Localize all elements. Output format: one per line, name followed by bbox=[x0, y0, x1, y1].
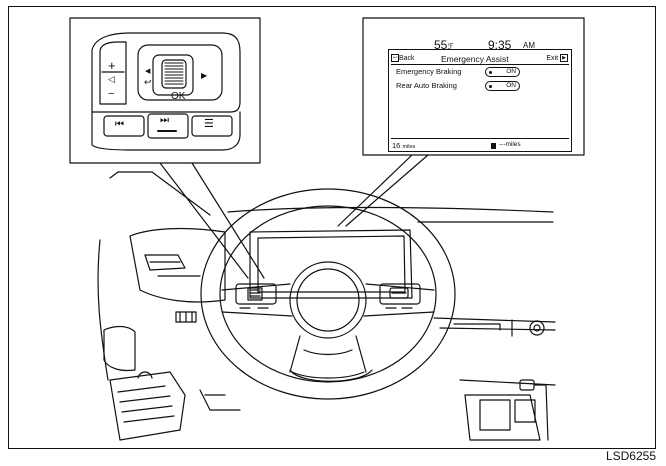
emergency-braking-label: Emergency Braking bbox=[396, 67, 462, 76]
a-pillar bbox=[117, 171, 211, 216]
horn-hub bbox=[289, 261, 367, 339]
leader-line-left-a bbox=[159, 162, 249, 279]
rear-auto-braking-label: Rear Auto Braking bbox=[396, 81, 457, 90]
cluster-screen bbox=[249, 229, 413, 299]
menu-button bbox=[191, 115, 233, 137]
figure-code: LSD6255 bbox=[605, 449, 656, 463]
joystick-knob bbox=[161, 59, 187, 89]
emergency-braking-toggle[interactable]: ON bbox=[485, 67, 520, 77]
menu-icon: ☰ bbox=[204, 118, 214, 130]
speed-readout: 55ℱ bbox=[434, 38, 454, 52]
dash-left-panel bbox=[129, 227, 226, 303]
back-label: Back bbox=[399, 54, 415, 62]
leader-line-left-b bbox=[191, 162, 265, 279]
exit-button[interactable]: Exit ▶ bbox=[546, 54, 568, 62]
dashboard-edge bbox=[227, 206, 554, 213]
spoke-right bbox=[363, 283, 435, 317]
switch-panel-body bbox=[91, 32, 241, 113]
joystick-housing bbox=[137, 44, 223, 101]
right-spoke-switches bbox=[379, 283, 421, 305]
volume-down-button[interactable]: − bbox=[108, 88, 115, 100]
exit-icon: ▶ bbox=[560, 54, 568, 62]
title-divider bbox=[391, 64, 569, 65]
rear-auto-braking-toggle[interactable]: ON bbox=[485, 81, 520, 91]
prev-track-icon: ⏮ bbox=[115, 119, 124, 130]
leader-line-right-b bbox=[345, 154, 429, 227]
trip-range: 16 miles bbox=[392, 141, 416, 150]
toggle-indicator bbox=[489, 84, 492, 88]
door-trim bbox=[97, 239, 109, 381]
center-console bbox=[459, 379, 556, 386]
prev-track-button bbox=[103, 115, 145, 137]
vehicle-info-display: 55ℱ 9:35 AM ↩Back Emergency Assist Exit … bbox=[388, 39, 572, 152]
window-switch-panel bbox=[109, 371, 186, 441]
leader-line-right-a bbox=[337, 154, 413, 227]
speaker-icon: ◁ bbox=[108, 74, 115, 84]
clock-time: 9:35 bbox=[488, 38, 512, 52]
right-arrow-icon[interactable]: ▶ bbox=[201, 71, 208, 80]
screen-title: Emergency Assist bbox=[441, 54, 509, 64]
toggle-state: ON bbox=[506, 68, 516, 75]
back-button[interactable]: ↩Back bbox=[391, 54, 415, 63]
ok-button[interactable]: OK bbox=[171, 91, 186, 102]
next-track-button bbox=[147, 113, 189, 139]
exit-label: Exit bbox=[546, 54, 559, 62]
fuel-pump-icon bbox=[491, 143, 496, 149]
toggle-indicator bbox=[489, 70, 492, 74]
left-arrow-icon[interactable]: ◀ bbox=[145, 68, 151, 75]
toggle-state: ON bbox=[506, 82, 516, 89]
wheel-rim-inner bbox=[219, 205, 437, 383]
wheel-rim-outer bbox=[200, 188, 456, 400]
spoke-left bbox=[221, 283, 293, 317]
spoke-bottom bbox=[289, 335, 367, 373]
footer-divider bbox=[391, 138, 569, 139]
right-knob bbox=[529, 320, 545, 336]
left-spoke-switches bbox=[235, 283, 277, 305]
clock-ampm: AM bbox=[523, 41, 535, 50]
volume-up-button[interactable]: + bbox=[108, 58, 116, 73]
back-icon: ↩ bbox=[391, 54, 399, 62]
next-track-icon: ⏭ bbox=[160, 115, 169, 126]
fuel-range: ---miles bbox=[499, 141, 521, 148]
back-arrow-icon[interactable]: ↩ bbox=[144, 77, 152, 87]
